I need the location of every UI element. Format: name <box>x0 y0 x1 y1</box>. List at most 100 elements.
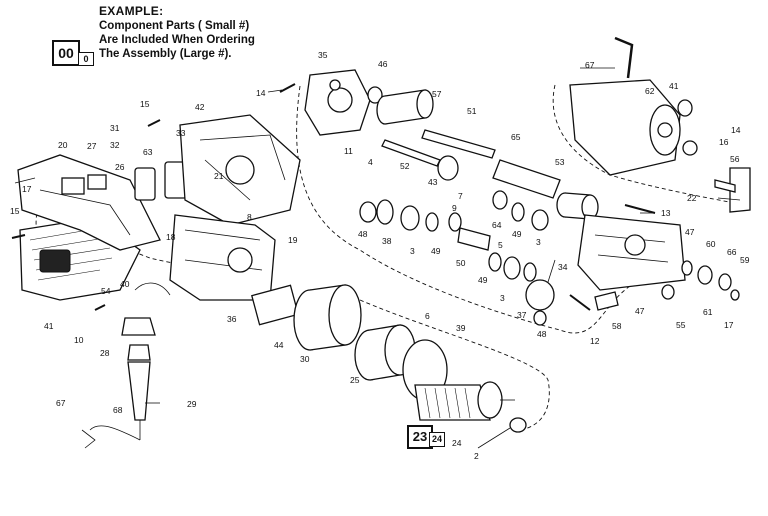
callout-33: 33 <box>176 128 186 138</box>
callout-4: 4 <box>368 157 373 167</box>
callout-67-top: 67 <box>585 60 595 70</box>
screw-12 <box>569 294 591 311</box>
cap-55 <box>661 284 675 300</box>
callout-68: 68 <box>113 405 123 415</box>
callout-5: 5 <box>498 240 503 250</box>
callout-19: 19 <box>288 235 298 245</box>
callout-67-bottom: 67 <box>56 398 66 408</box>
callout-14-right: 14 <box>731 125 741 135</box>
callout-22: 22 <box>687 193 697 203</box>
callout-17-right: 17 <box>724 320 734 330</box>
ring-48 <box>533 310 547 326</box>
handle-upper-half <box>17 154 161 251</box>
field-coil <box>293 284 362 351</box>
callout-52: 52 <box>400 161 410 171</box>
sleeve <box>376 89 434 125</box>
callout-37: 37 <box>517 310 527 320</box>
legend-title: EXAMPLE: <box>99 4 164 18</box>
callout-15: 15 <box>140 99 150 109</box>
callout-47-low: 47 <box>635 306 645 316</box>
legend-component-box: 0 <box>78 52 94 66</box>
callout-62: 62 <box>645 86 655 96</box>
callout-14: 14 <box>256 88 266 98</box>
knob-41 <box>677 99 693 117</box>
callout-46: 46 <box>378 59 388 69</box>
callout-7: 7 <box>458 191 463 201</box>
washer-set <box>681 260 740 301</box>
gear-case-cover <box>304 69 371 136</box>
callout-49-low: 49 <box>478 275 488 285</box>
callout-8: 8 <box>247 212 252 222</box>
screw-15b <box>11 234 26 239</box>
callout-17: 17 <box>22 184 32 194</box>
callout-61: 61 <box>703 307 713 317</box>
shaft-52 <box>381 139 441 167</box>
callout-31: 31 <box>110 123 120 133</box>
callout-53: 53 <box>555 157 565 167</box>
screw-15 <box>147 119 161 127</box>
leader-lines <box>14 67 741 449</box>
callout-20: 20 <box>58 140 68 150</box>
gear-43 <box>437 155 459 181</box>
guide-line-upper <box>296 85 641 334</box>
bearing-set-right <box>492 190 549 231</box>
callout-49-left: 49 <box>431 246 441 256</box>
armature <box>414 381 515 421</box>
bearing-set-left <box>359 199 462 232</box>
screw-14 <box>279 83 296 93</box>
callout-25: 25 <box>350 375 360 385</box>
brush-holder <box>251 284 299 326</box>
callout-30: 30 <box>300 354 310 364</box>
callout-28: 28 <box>100 348 110 358</box>
callout-41-top: 41 <box>669 81 679 91</box>
callout-9: 9 <box>452 203 457 213</box>
callout-36: 36 <box>227 314 237 324</box>
callout-56: 56 <box>730 154 740 164</box>
callout-35: 35 <box>318 50 328 60</box>
callout-59: 59 <box>740 255 750 265</box>
legend-line-2: Are Included When Ordering <box>99 34 255 46</box>
gear-housing <box>577 214 686 291</box>
motor-housing-rear <box>179 114 301 226</box>
callout-43: 43 <box>428 177 438 187</box>
switch-parts <box>134 161 188 201</box>
callout-34: 34 <box>558 262 568 272</box>
component-number-box: 24 <box>429 432 445 447</box>
screw-13 <box>624 204 656 214</box>
legend: EXAMPLE: Component Parts ( Small #) Are … <box>52 4 312 84</box>
callout-40: 40 <box>120 279 130 289</box>
callout-58: 58 <box>612 321 622 331</box>
ring-set-lower <box>488 252 537 282</box>
ring-46 <box>367 86 383 104</box>
screw-10 <box>94 304 106 311</box>
callout-21: 21 <box>214 171 224 181</box>
callout-41-left: 41 <box>44 321 54 331</box>
callout-60: 60 <box>706 239 716 249</box>
plunger <box>594 291 619 311</box>
callout-6: 6 <box>425 311 430 321</box>
callout-3-mid: 3 <box>536 237 541 247</box>
callout-64: 64 <box>492 220 502 230</box>
callout-44: 44 <box>274 340 284 350</box>
hex-key <box>614 36 634 79</box>
callout-42: 42 <box>195 102 205 112</box>
callout-55: 55 <box>676 320 686 330</box>
callout-54: 54 <box>101 286 111 296</box>
callout-48-low: 48 <box>537 329 547 339</box>
front-housing <box>569 79 681 176</box>
callout-18: 18 <box>166 232 176 242</box>
field-housing <box>169 214 276 301</box>
bushing-53 <box>556 192 599 220</box>
callout-29: 29 <box>187 399 197 409</box>
callout-12: 12 <box>590 336 600 346</box>
bearing-2 <box>509 417 527 433</box>
blade-bar <box>714 179 736 193</box>
cube-56 <box>682 140 698 156</box>
callout-66: 66 <box>727 247 737 257</box>
callout-24: 24 <box>452 438 462 448</box>
callout-32: 32 <box>110 140 120 150</box>
callout-15-left: 15 <box>10 206 20 216</box>
callout-27: 27 <box>87 141 97 151</box>
callout-3-low: 3 <box>500 293 505 303</box>
